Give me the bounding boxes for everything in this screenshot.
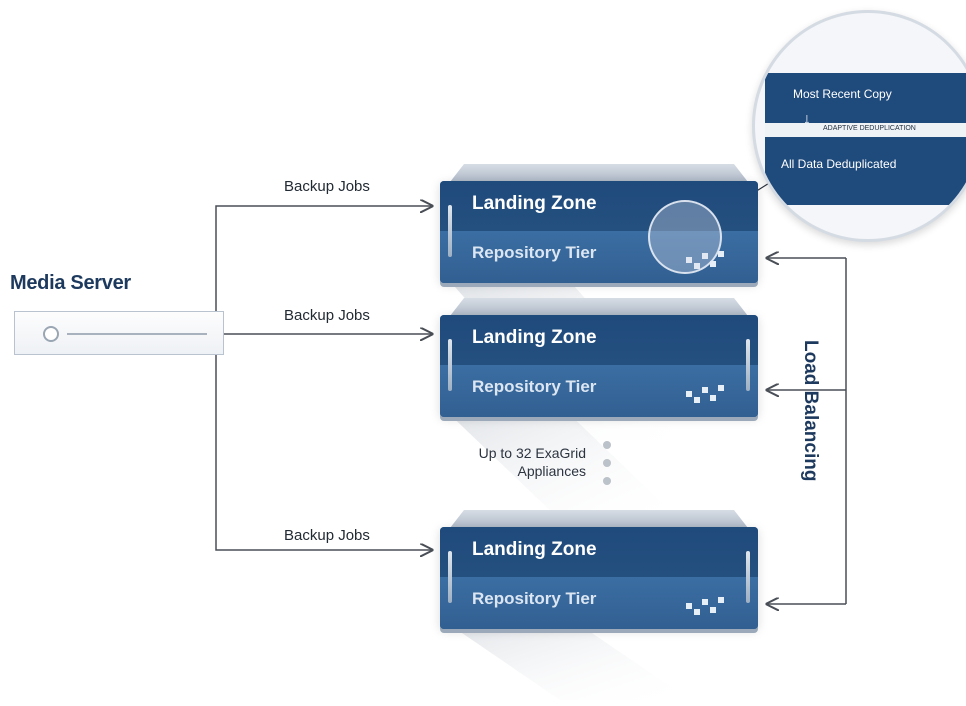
appliance-lid <box>450 298 748 316</box>
landing-zone-section <box>440 315 758 365</box>
appliance-count-line-1: Up to 32 ExaGrid <box>478 445 586 461</box>
ellipsis-dot <box>603 441 611 449</box>
media-server-title: Media Server <box>10 272 131 294</box>
right-handle-icon <box>746 551 750 603</box>
landing-zone-label: Landing Zone <box>472 539 597 560</box>
landing-zone-section <box>440 527 758 577</box>
ellipsis-dot <box>603 459 611 467</box>
backup-jobs-label-3: Backup Jobs <box>284 527 370 544</box>
ellipsis-dot <box>603 477 611 485</box>
load-balancing-label: Load Balancing <box>800 340 821 482</box>
appliance-shadow <box>440 618 690 700</box>
appliance-count-line-2: Appliances <box>517 463 587 479</box>
appliance-shadow <box>440 405 680 520</box>
appliance-count-note: Up to 32 ExaGrid Appliances <box>434 444 586 480</box>
backup-connector-1 <box>215 206 432 311</box>
repository-tier-label: Repository Tier <box>472 377 597 396</box>
appliance-lid <box>450 164 748 182</box>
landing-zone-label: Landing Zone <box>472 193 597 214</box>
repository-tier-label: Repository Tier <box>472 589 597 608</box>
server-power-icon <box>43 326 59 342</box>
left-handle-icon <box>448 551 452 603</box>
backup-connector-3 <box>215 355 432 550</box>
appliance-body: Landing Zone Repository Tier <box>440 315 758 417</box>
landing-zone-label: Landing Zone <box>472 327 597 348</box>
zoom-appliance-panel: Most Recent Copy ↓ ADAPTIVE DEDUPLICATIO… <box>765 73 966 205</box>
media-server-box <box>14 311 224 355</box>
appliance-body: Landing Zone Repository Tier <box>440 527 758 629</box>
dedup-blocks-icon <box>684 593 728 619</box>
exagrid-appliance-2: Landing Zone Repository Tier <box>440 298 758 424</box>
left-handle-icon <box>448 205 452 257</box>
backup-jobs-label-1: Backup Jobs <box>284 178 370 195</box>
dedup-blocks-icon <box>684 381 728 407</box>
appliance-lid <box>450 510 748 528</box>
repository-tier-label: Repository Tier <box>472 243 597 262</box>
adaptive-dedup-label: ADAPTIVE DEDUPLICATION <box>823 125 916 132</box>
most-recent-copy-label: Most Recent Copy <box>793 87 892 101</box>
left-handle-icon <box>448 339 452 391</box>
backup-jobs-label-2: Backup Jobs <box>284 307 370 324</box>
exagrid-appliance-1: Landing Zone Repository Tier <box>440 164 758 290</box>
zoom-detail-circle: Most Recent Copy ↓ ADAPTIVE DEDUPLICATIO… <box>752 10 966 242</box>
down-arrow-icon: ↓ <box>803 111 811 128</box>
all-data-deduplicated-label: All Data Deduplicated <box>781 157 897 171</box>
adaptive-dedup-band: ADAPTIVE DEDUPLICATION <box>765 123 966 137</box>
right-handle-icon <box>746 339 750 391</box>
magnifier-lens-icon <box>648 200 722 274</box>
exagrid-appliance-3: Landing Zone Repository Tier <box>440 510 758 636</box>
server-drive-slot <box>67 333 207 335</box>
